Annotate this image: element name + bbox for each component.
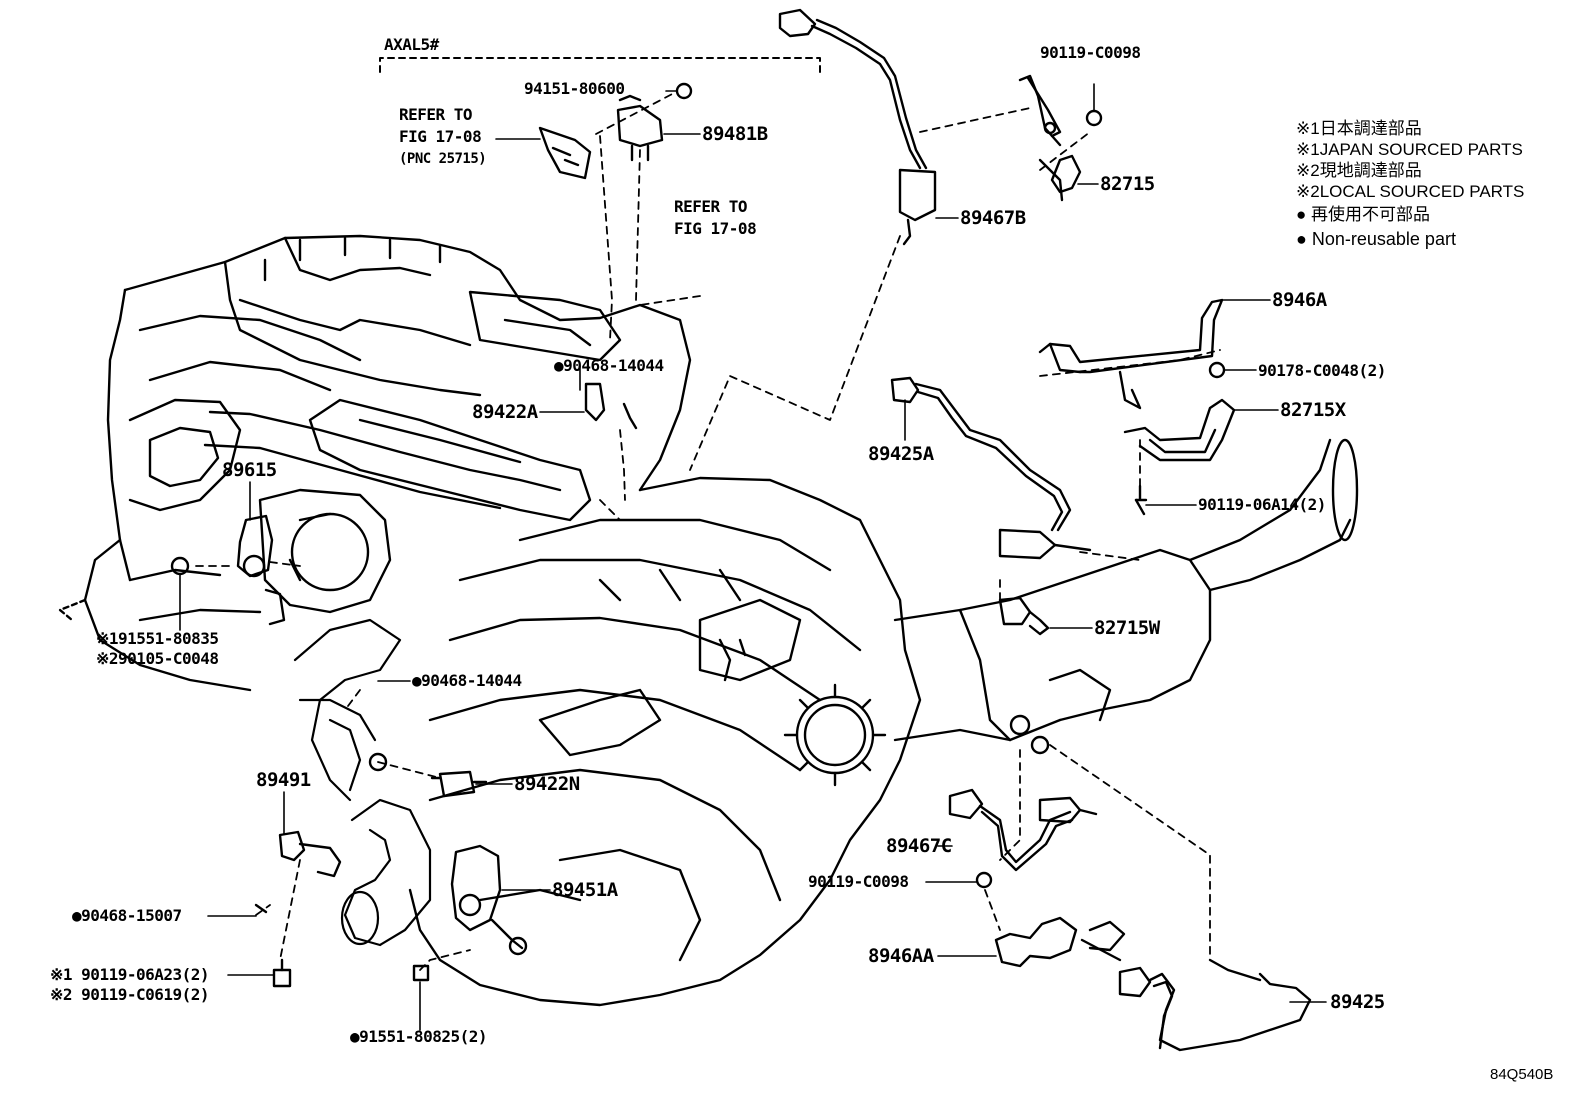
part-90119-c0098-top[interactable]: 90119-C0098 — [1040, 43, 1141, 62]
part-82715w[interactable]: 82715W — [1094, 617, 1160, 639]
coolant-hoses — [293, 618, 432, 947]
refer-note-1-line2: FIG 17-08 — [399, 127, 482, 146]
harness-89467b — [778, 8, 937, 246]
part-90119-06a14[interactable]: 90119-06A14(2) — [1198, 495, 1326, 514]
part-90105-c0048[interactable]: ※290105-C0048 — [96, 649, 219, 668]
part-89425[interactable]: 89425 — [1330, 991, 1385, 1013]
bracket-8946aa — [994, 916, 1126, 968]
part-89481b[interactable]: 89481B — [702, 123, 768, 145]
harness-89425a — [890, 376, 1092, 560]
bracket-82715 — [1018, 74, 1103, 202]
label-leader-lines — [179, 83, 1327, 1031]
part-89467c[interactable]: 89467C — [886, 835, 952, 857]
legend-japan-sourced-jp: ※1日本調達部品 — [1296, 119, 1422, 138]
sensor-89491 — [278, 830, 342, 878]
sensor-89422a — [584, 382, 638, 430]
part-82715[interactable]: 82715 — [1100, 173, 1155, 195]
part-8946a[interactable]: 8946A — [1272, 289, 1327, 311]
refer-note-2-line1: REFER TO — [674, 197, 748, 216]
sensor-89422n — [368, 752, 488, 798]
sensor-89481b — [616, 82, 693, 162]
part-89422a[interactable]: 89422A — [472, 401, 538, 423]
clip-82715w — [998, 596, 1050, 636]
part-82715x[interactable]: 82715X — [1280, 399, 1346, 421]
bracket-8946a — [1038, 298, 1226, 410]
transaxle-housing — [408, 476, 922, 1007]
legend-non-reusable-jp: ● 再使用不可部品 — [1296, 205, 1430, 224]
legend-japan-sourced-en: ※1JAPAN SOURCED PARTS — [1296, 140, 1523, 159]
part-90119-c0098-low[interactable]: 90119-C0098 — [808, 872, 909, 891]
part-94151-80600[interactable]: 94151-80600 — [524, 79, 625, 98]
engine-block — [58, 234, 692, 692]
legend-local-sourced-jp: ※2現地調達部品 — [1296, 161, 1422, 180]
part-89467b[interactable]: 89467B — [960, 207, 1026, 229]
part-89491[interactable]: 89491 — [256, 769, 311, 791]
part-90468-15007[interactable]: ●90468-15007 — [72, 906, 182, 925]
assembly-dashed-lines — [195, 91, 1221, 971]
sensor-89615 — [170, 514, 286, 626]
part-90178-c0048[interactable]: 90178-C0048(2) — [1258, 361, 1386, 380]
refer-note-2-line2: FIG 17-08 — [674, 219, 757, 238]
bracket-25715 — [538, 126, 592, 180]
output-flange — [783, 683, 887, 787]
part-89425a[interactable]: 89425A — [868, 443, 934, 465]
part-91551-80835[interactable]: ※191551-80835 — [96, 629, 219, 648]
diagram-id: 84Q540B — [1490, 1066, 1554, 1083]
switch-89451a — [450, 844, 528, 956]
part-8946aa[interactable]: 8946AA — [868, 945, 934, 967]
intake-throttle — [258, 488, 392, 614]
part-90119-c0619[interactable]: ※2 90119-C0619(2) — [50, 985, 210, 1004]
part-90119-06a23[interactable]: ※1 90119-06A23(2) — [50, 965, 210, 984]
legend-non-reusable-en: ● Non-reusable part — [1296, 229, 1456, 249]
exhaust-pipe — [893, 438, 1359, 755]
refer-note-1-line1: REFER TO — [399, 105, 473, 124]
bracket-82715x — [1123, 398, 1236, 516]
part-89615[interactable]: 89615 — [222, 459, 277, 481]
part-89451a[interactable]: 89451A — [552, 879, 618, 901]
part-91551-80825[interactable]: ●91551-80825(2) — [350, 1027, 488, 1046]
legend-local-sourced-en: ※2LOCAL SOURCED PARTS — [1296, 182, 1525, 201]
harness-89425 — [1118, 958, 1312, 1052]
part-89422n[interactable]: 89422N — [514, 773, 580, 795]
harness-89467c — [948, 788, 1098, 889]
model-label: AXAL5# — [384, 35, 439, 54]
bolts-bottom-left — [254, 903, 430, 988]
part-90468-14044-top[interactable]: ●90468-14044 — [554, 356, 664, 375]
refer-note-1-line3: (PNC 25715) — [399, 151, 487, 167]
part-90468-14044-mid[interactable]: ●90468-14044 — [412, 671, 522, 690]
